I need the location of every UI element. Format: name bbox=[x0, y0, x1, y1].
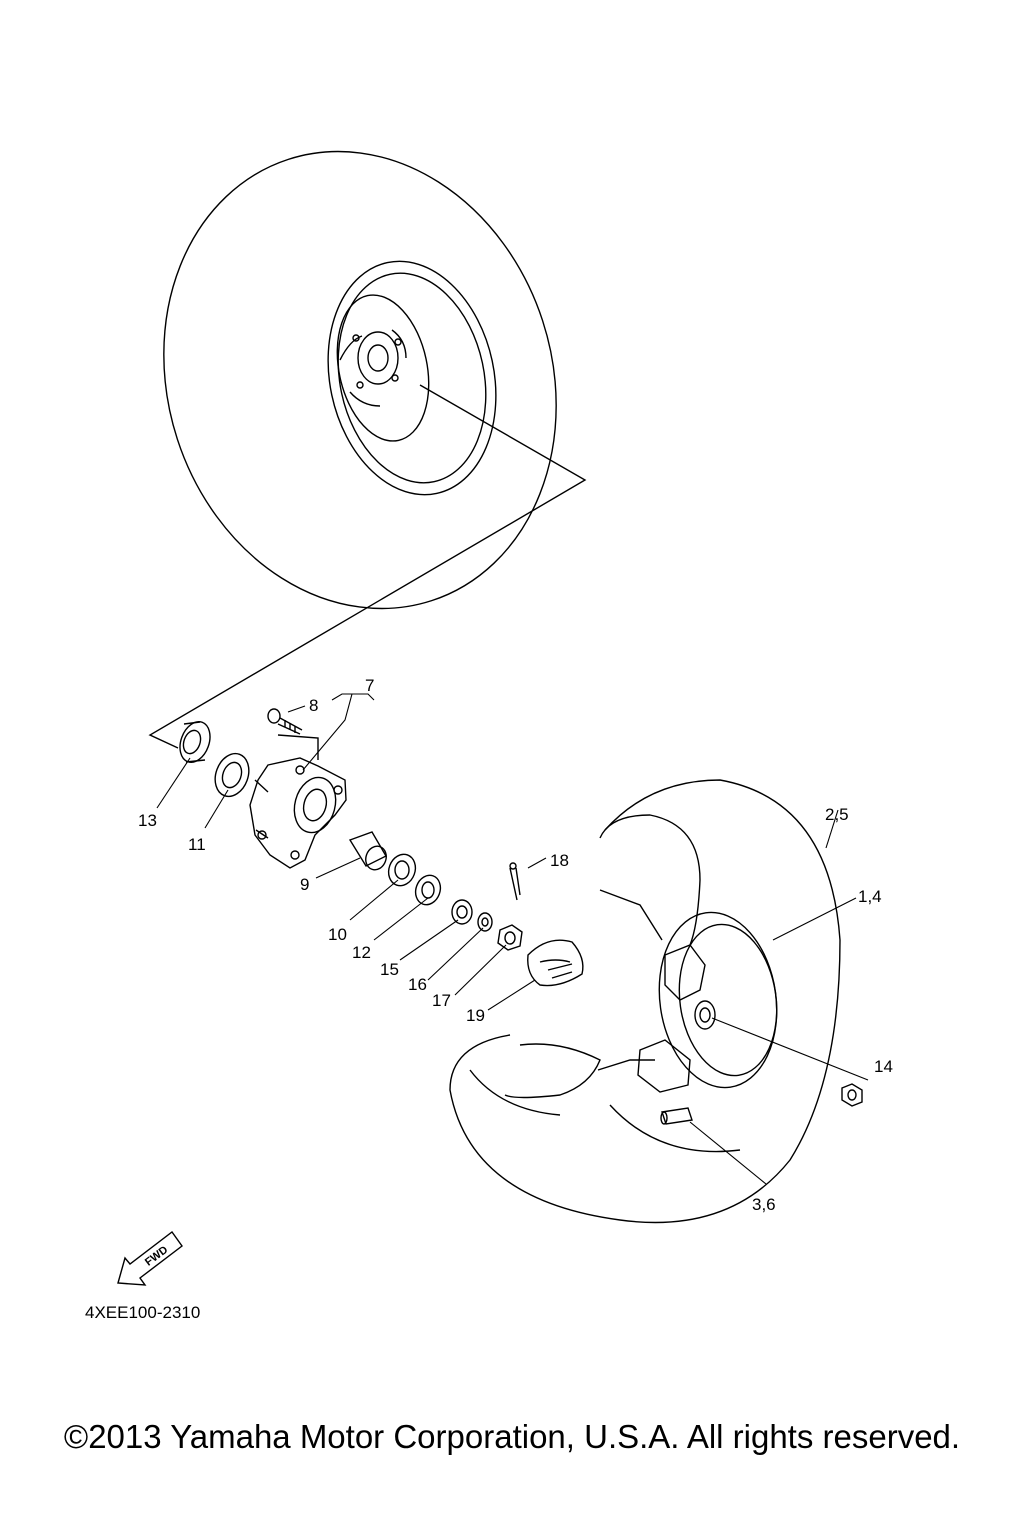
nut-17 bbox=[497, 924, 523, 951]
cap-19 bbox=[527, 939, 584, 987]
callout-10: 10 bbox=[328, 925, 347, 944]
callout-leaders bbox=[156, 693, 869, 1185]
callout-18: 18 bbox=[550, 851, 569, 870]
callout-1-4: 1,4 bbox=[858, 887, 882, 906]
bearing-11 bbox=[214, 752, 250, 798]
callout-11: 11 bbox=[188, 835, 206, 854]
callout-15: 15 bbox=[380, 960, 399, 979]
copyright-notice: ©2013 Yamaha Motor Corporation, U.S.A. A… bbox=[63, 1418, 961, 1455]
callout-13: 13 bbox=[138, 811, 157, 830]
callout-12: 12 bbox=[352, 943, 371, 962]
assembled-wheel bbox=[163, 150, 557, 610]
callout-3-6: 3,6 bbox=[752, 1195, 776, 1214]
callout-16: 16 bbox=[408, 975, 427, 994]
bolt-8 bbox=[267, 708, 303, 735]
callout-14: 14 bbox=[874, 1057, 893, 1076]
cotter-pin-18 bbox=[509, 862, 521, 901]
valve-stem-3-6 bbox=[660, 1107, 693, 1125]
callout-7: 7 bbox=[365, 676, 374, 695]
nut-14 bbox=[841, 1083, 863, 1107]
callout-17: 17 bbox=[432, 991, 451, 1010]
bearing-10 bbox=[387, 853, 417, 887]
spacer-9 bbox=[348, 831, 387, 871]
oil-seal-12 bbox=[414, 874, 442, 906]
diagram-code: 4XEE100-2310 bbox=[85, 1303, 200, 1322]
wheel-hub-7 bbox=[249, 757, 347, 869]
collar-15 bbox=[451, 899, 473, 925]
rim-1-4 bbox=[597, 889, 778, 1093]
callout-labels: 7 8 13 11 9 10 12 15 16 17 19 18 2,5 1,4… bbox=[85, 676, 893, 1322]
tire-2-5 bbox=[449, 779, 841, 1224]
callout-8: 8 bbox=[309, 696, 318, 715]
washer-16 bbox=[477, 912, 493, 932]
assembly-leader-lines bbox=[148, 384, 587, 760]
callout-9: 9 bbox=[300, 875, 309, 894]
bearing-13 bbox=[179, 720, 211, 764]
callout-19: 19 bbox=[466, 1006, 485, 1025]
callout-2-5: 2,5 bbox=[825, 805, 849, 824]
fwd-arrow-icon bbox=[117, 1231, 183, 1286]
